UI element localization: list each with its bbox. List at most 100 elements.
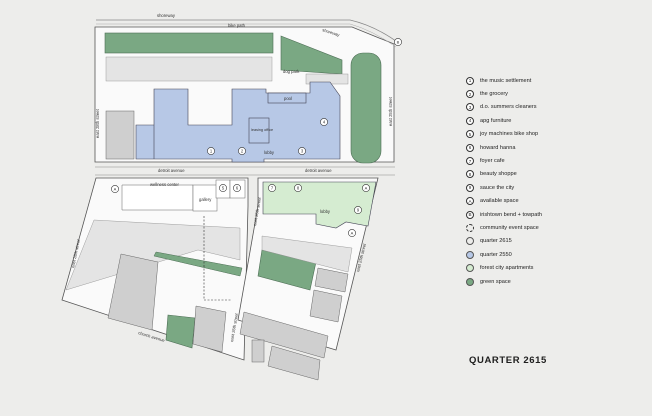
svg-text:4: 4	[323, 120, 326, 125]
marker-b: B	[394, 38, 402, 46]
parking-lower-right	[261, 235, 353, 273]
label-leasing-office: leasing office	[251, 128, 273, 132]
marker-4: 4	[320, 118, 328, 126]
legend-item: 3 d.o. summers cleaners	[466, 101, 646, 114]
svg-text:3: 3	[301, 149, 304, 154]
svg-text:B: B	[397, 40, 400, 45]
legend-label: the grocery	[480, 91, 508, 98]
legend-label: irishtown bend + towpath	[480, 211, 543, 218]
svg-text:7: 7	[271, 186, 274, 191]
legend-marker: 2	[466, 90, 474, 99]
label-lobby-forest: lobby	[320, 209, 331, 214]
legend-item: 1 the music settlement	[466, 74, 646, 87]
legend-label: beauty shoppe	[480, 171, 517, 178]
leasing-office	[248, 117, 270, 144]
legend-marker: 1	[466, 76, 474, 85]
svg-text:A: A	[351, 231, 354, 236]
legend-item: forest city apartments	[466, 261, 646, 274]
label-bike-path: bike path	[228, 23, 246, 28]
label-shoreway-east: shoreway	[322, 27, 341, 38]
bike-path-road	[96, 23, 397, 48]
building-lower-right-2	[314, 267, 349, 293]
legend-marker	[466, 250, 474, 259]
marker-2: 2	[238, 147, 246, 155]
label-e26-bottom: east 26th street	[229, 312, 239, 342]
legend-label: foyer cafe	[480, 158, 505, 165]
building-lower-left	[107, 253, 159, 331]
svg-text:6: 6	[236, 186, 239, 191]
legend-marker: 8	[466, 170, 474, 179]
legend-marker: A	[466, 197, 474, 206]
legend-label: sauce the city	[480, 184, 515, 191]
label-gallery: gallery	[199, 197, 212, 202]
legend-label: green space	[480, 278, 511, 285]
legend-item: quarter 2615	[466, 235, 646, 248]
legend-item: 9 sauce the city	[466, 181, 646, 194]
label-pool: pool	[284, 96, 292, 101]
legend-label: the music settlement	[480, 77, 532, 84]
pool	[267, 92, 307, 104]
marker-8: 8	[294, 184, 302, 192]
label-dog-park: dog park	[283, 69, 300, 74]
marker-7: 7	[268, 184, 276, 192]
legend-item: 6 howard hanna	[466, 141, 646, 154]
legend-marker: 6	[466, 143, 474, 152]
legend-marker: B	[466, 210, 474, 219]
building-bottom-1	[239, 311, 329, 359]
wellness-center	[121, 184, 194, 211]
legend-label: joy machines bike shop	[480, 131, 539, 138]
marker-9: 9	[354, 206, 362, 214]
building-upper-left	[105, 110, 135, 160]
legend-item: 2 the grocery	[466, 87, 646, 100]
label-e28-lower: east 28th street	[70, 238, 81, 268]
legend-label: community event space	[480, 224, 539, 231]
green-space-top	[104, 32, 274, 54]
svg-text:8: 8	[297, 186, 300, 191]
legend-marker: 9	[466, 183, 474, 192]
label-wellness: wellness center	[150, 182, 179, 187]
legend-item: 5 joy machines bike shop	[466, 128, 646, 141]
marker-a-2: A	[362, 184, 370, 192]
label-shoreway: shoreway	[157, 13, 176, 18]
marker-3: 3	[298, 147, 306, 155]
marker-1: 1	[207, 147, 215, 155]
marker-5: 5	[219, 184, 227, 192]
legend-label: d.o. summers cleaners	[480, 104, 537, 111]
legend-marker: 7	[466, 157, 474, 166]
legend-marker: 5	[466, 130, 474, 139]
gallery-building	[192, 184, 218, 212]
legend-label: quarter 2550	[480, 251, 512, 258]
legend-marker	[466, 237, 474, 246]
building-bottom-3	[251, 339, 265, 363]
label-e25-upper: east 25th street	[388, 96, 393, 126]
legend-marker	[466, 277, 474, 286]
legend-marker: 3	[466, 103, 474, 112]
building-lower-right	[309, 289, 343, 323]
legend-marker	[466, 223, 474, 232]
label-detroit-right: detroit avenue	[305, 168, 332, 173]
legend-label: apg furniture	[480, 117, 512, 124]
building-bottom-2	[267, 345, 321, 381]
svg-text:A: A	[365, 186, 368, 191]
map-title: QUARTER 2615	[469, 355, 547, 366]
legend-marker	[466, 264, 474, 273]
legend-label: quarter 2615	[480, 238, 512, 245]
svg-text:A: A	[114, 187, 117, 192]
green-space-lower-left	[165, 314, 196, 349]
legend-item: 8 beauty shoppe	[466, 168, 646, 181]
marker-6: 6	[233, 184, 241, 192]
legend-item: green space	[466, 275, 646, 288]
svg-text:9: 9	[357, 208, 360, 213]
label-e28-upper: east 28th street	[95, 108, 100, 138]
green-strip	[153, 251, 243, 277]
legend-label: forest city apartments	[480, 265, 534, 272]
label-e26: east 26th street	[252, 196, 262, 226]
marker-a-1: A	[111, 185, 119, 193]
marker-a-3: A	[348, 229, 356, 237]
legend-label: howard hanna	[480, 144, 516, 151]
building-lower-left-2	[192, 305, 227, 353]
